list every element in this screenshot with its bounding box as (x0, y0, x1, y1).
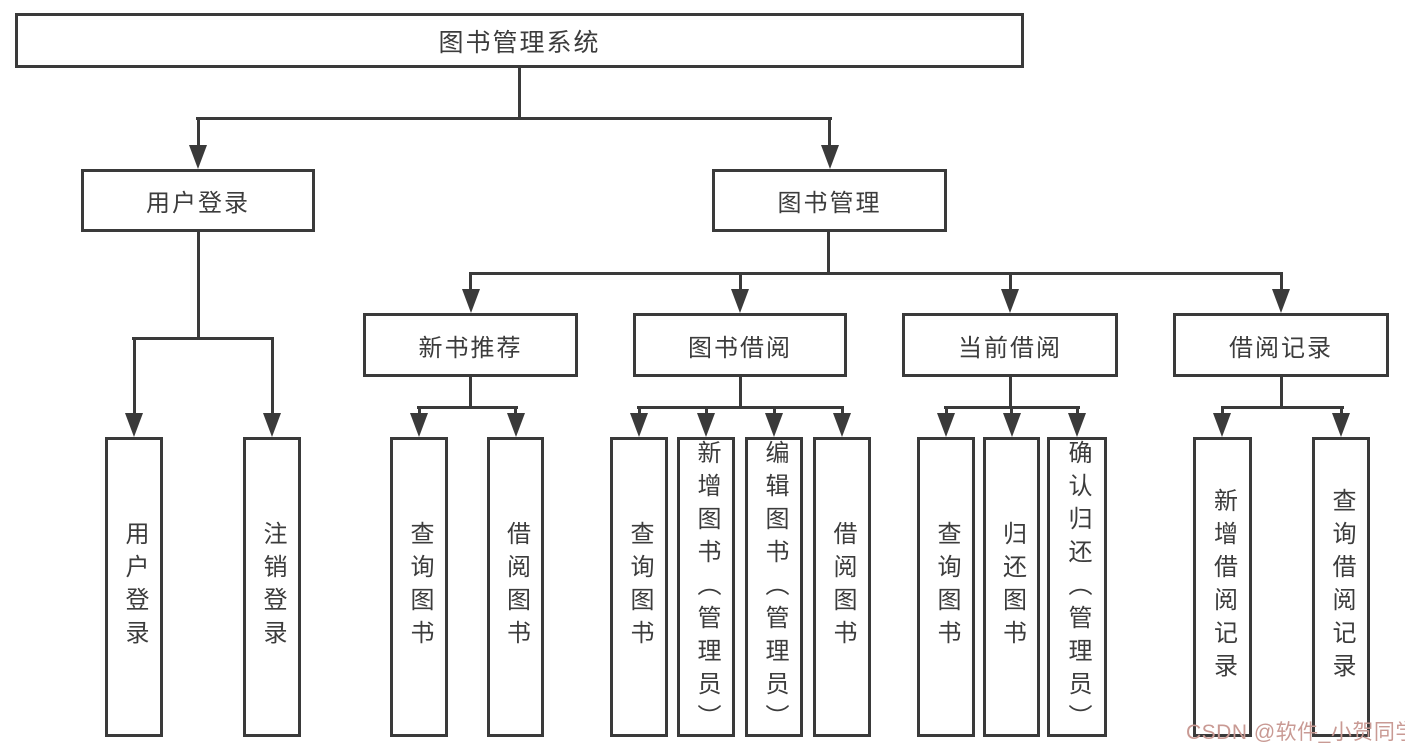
node-label: 借阅记录 (1229, 334, 1333, 362)
connector-line (638, 406, 641, 417)
node-label: 新书推荐 (418, 334, 523, 362)
leaf-query-books-borrowing: 查询图书 (610, 437, 668, 737)
connector-line (469, 272, 1283, 275)
arrowhead-down-icon (765, 413, 783, 437)
connector-line (518, 66, 521, 120)
arrowhead-down-icon (507, 413, 525, 437)
node-book-management: 图书管理 (712, 169, 947, 232)
leaf-add-books-admin: 新增图书（管理员） (677, 437, 735, 737)
leaf-label: 确认归还（管理员） (1064, 440, 1091, 737)
arrowhead-down-icon (833, 413, 851, 437)
connector-line (841, 406, 844, 417)
arrowhead-down-icon (189, 145, 207, 169)
node-new-book-recommend: 新书推荐 (363, 313, 578, 377)
leaf-label: 注销登录 (259, 521, 286, 653)
leaf-confirm-return-admin: 确认归还（管理员） (1047, 437, 1107, 737)
leaf-label: 查询图书 (626, 521, 653, 653)
connector-line (739, 272, 742, 293)
leaf-borrow-books-borrowing: 借阅图书 (813, 437, 871, 737)
connector-line (739, 377, 742, 407)
leaf-label: 借阅图书 (502, 521, 530, 653)
leaf-query-books-current: 查询图书 (917, 437, 975, 737)
connector-line (271, 337, 274, 417)
connector-line (469, 377, 472, 407)
leaf-logout: 注销登录 (243, 437, 301, 737)
connector-line (637, 406, 844, 409)
connector-line (132, 337, 274, 340)
arrowhead-down-icon (1213, 413, 1231, 437)
leaf-return-books: 归还图书 (983, 437, 1040, 737)
arrowhead-down-icon (1272, 289, 1290, 313)
arrowhead-down-icon (697, 413, 715, 437)
connector-line (514, 406, 517, 417)
arrowhead-down-icon (821, 145, 839, 169)
connector-line (469, 272, 472, 293)
connector-line (1280, 272, 1283, 293)
connector-line (827, 232, 830, 273)
connector-line (196, 117, 832, 120)
leaf-label: 借阅图书 (829, 521, 856, 653)
leaf-label: 编辑图书（管理员） (761, 440, 788, 737)
connector-line (945, 406, 948, 417)
connector-line (705, 406, 708, 417)
arrowhead-down-icon (263, 413, 281, 437)
node-label: 图书管理系统 (438, 28, 601, 57)
connector-line (1010, 406, 1013, 417)
connector-line (1009, 272, 1012, 293)
connector-line (1076, 406, 1079, 417)
leaf-label: 新增借阅记录 (1209, 488, 1237, 686)
arrowhead-down-icon (462, 289, 480, 313)
node-library-management-system: 图书管理系统 (15, 13, 1024, 68)
connector-line (197, 232, 200, 338)
leaf-label: 用户登录 (121, 521, 148, 653)
leaf-label: 查询图书 (933, 521, 960, 653)
leaf-query-books-recommend: 查询图书 (390, 437, 448, 737)
node-label: 用户登录 (146, 190, 250, 217)
node-label: 图书管理 (777, 190, 882, 217)
connector-line (1340, 406, 1343, 417)
leaf-label: 查询借阅记录 (1328, 488, 1355, 686)
arrowhead-down-icon (937, 413, 955, 437)
node-borrowing-records: 借阅记录 (1173, 313, 1389, 377)
leaf-borrow-books-recommend: 借阅图书 (487, 437, 544, 737)
connector-line (773, 406, 776, 417)
leaf-add-borrow-record: 新增借阅记录 (1193, 437, 1252, 737)
node-book-borrowing: 图书借阅 (633, 313, 847, 377)
arrowhead-down-icon (1003, 413, 1021, 437)
leaf-user-login: 用户登录 (105, 437, 163, 737)
connector-line (417, 406, 518, 409)
leaf-label: 新增图书（管理员） (693, 440, 720, 737)
connector-line (1280, 377, 1283, 407)
connector-line (1221, 406, 1344, 409)
arrowhead-down-icon (1068, 413, 1086, 437)
connector-line (1009, 377, 1012, 407)
arrowhead-down-icon (410, 413, 428, 437)
node-label: 图书借阅 (688, 334, 792, 362)
connector-line (1221, 406, 1224, 417)
connector-line (828, 118, 831, 150)
connector-line (418, 406, 421, 417)
arrowhead-down-icon (1001, 289, 1019, 313)
connector-line (133, 337, 136, 417)
csdn-watermark: CSDN @软件_小贺同学 (1186, 721, 1405, 744)
node-label: 当前借阅 (958, 334, 1062, 362)
arrowhead-down-icon (1332, 413, 1350, 437)
arrowhead-down-icon (125, 413, 143, 437)
node-current-borrowing: 当前借阅 (902, 313, 1118, 377)
leaf-edit-books-admin: 编辑图书（管理员） (745, 437, 803, 737)
node-user-login: 用户登录 (81, 169, 315, 232)
leaf-label: 查询图书 (406, 521, 433, 653)
arrowhead-down-icon (630, 413, 648, 437)
connector-line (197, 118, 200, 150)
leaf-query-borrow-record: 查询借阅记录 (1312, 437, 1370, 737)
leaf-label: 归还图书 (998, 521, 1026, 653)
arrowhead-down-icon (731, 289, 749, 313)
